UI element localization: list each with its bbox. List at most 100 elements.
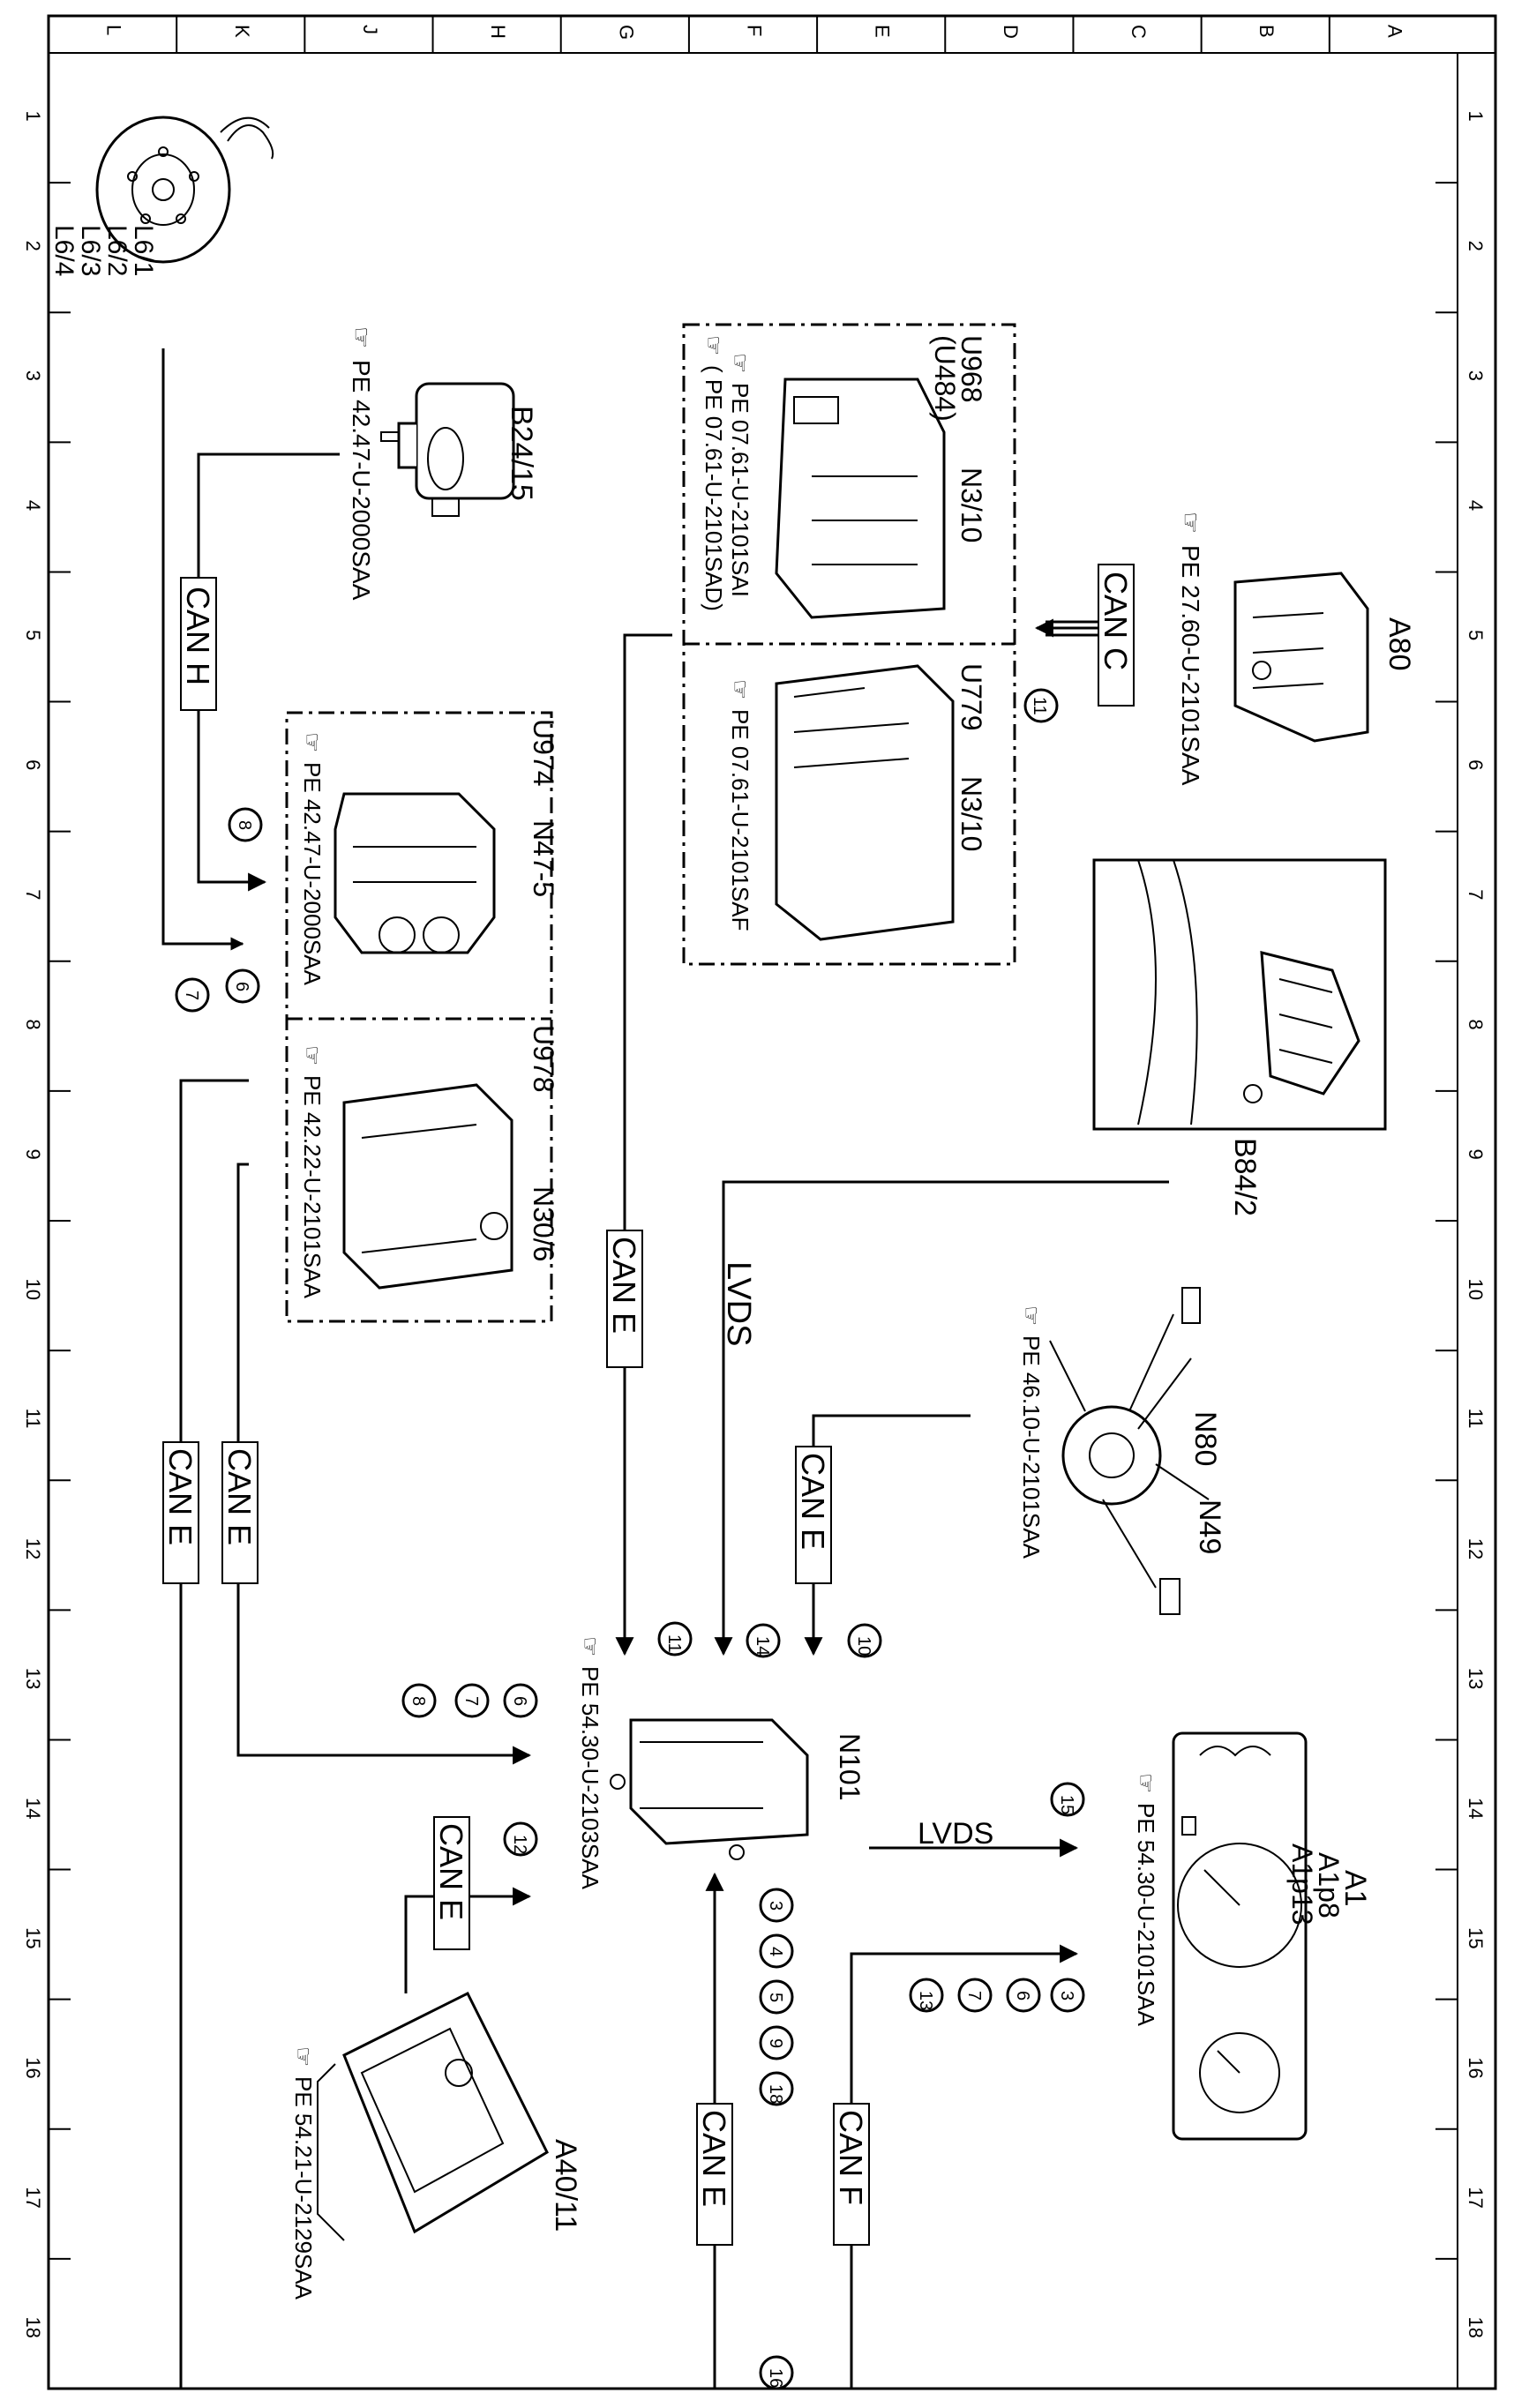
row-label: 2 [1465,241,1487,251]
callout-5: 5 [766,1993,785,2002]
n80-code: N80 [1188,1411,1222,1466]
row-label: 5 [1465,630,1487,640]
lvds-label-a: LVDS [720,1261,757,1346]
row-label: 10 [22,1279,44,1300]
a1-ref: PE 54.30-U-2101SAA [1133,1803,1159,2027]
row-label: 6 [22,759,44,770]
hand-pointer-icon: ☞ [701,335,727,355]
row-label: 18 [22,2316,44,2337]
column-label: K [231,25,253,38]
can-e-left-bus-b: CAN E 6 7 8 [221,1163,538,1765]
callout-13: 13 [916,1991,935,2010]
can-e-label-e: CAN E [433,1823,469,1920]
callout-7-b: 7 [461,1696,481,1706]
lvds-label-b: LVDS [918,1817,993,1851]
column-label: L [103,25,125,35]
l6-bus: 6 7 [161,348,260,1013]
row-label: 16 [1465,2057,1487,2078]
row-label: 3 [1465,370,1487,381]
row-label: 3 [22,370,44,381]
hand-pointer-icon: ☞ [1018,1305,1045,1326]
row-label: 4 [22,500,44,511]
row-label: 9 [22,1148,44,1159]
hand-pointer-icon: ☞ [348,326,375,348]
callout-16: 16 [766,2368,785,2388]
row-label: 4 [1465,500,1487,511]
u968-variant: U968 [956,335,987,403]
can-e-label-d: CAN E [221,1448,258,1545]
u978-code: N30/6 [528,1186,559,1261]
can-e-left-bus-a: CAN E [162,1079,249,2389]
row-label: 7 [22,889,44,900]
row-label: 14 [22,1798,44,1819]
can-e-a40-bus: CAN E 12 [404,1816,538,1993]
u779-variant: U779 [956,663,987,731]
n80-steering-module [1049,1287,1210,1615]
callout-3-b: 3 [1057,1991,1076,2000]
column-label: F [744,25,766,36]
row-label: 16 [22,2057,44,2078]
callout-18: 18 [766,2084,785,2104]
row-label: 9 [1465,1148,1487,1159]
hand-pointer-icon: ☞ [727,353,753,373]
u779-code: N3/10 [956,776,987,851]
can-h-label: CAN H [180,587,216,685]
a80-ref: PE 27.60-U-2101SAA [1177,545,1204,786]
callout-14: 14 [753,1636,772,1656]
l6-label-1: L6/1 [129,225,158,276]
callout-6-b: 6 [510,1696,529,1706]
row-label: 7 [1465,889,1487,900]
b24-ref: PE 42.47-U-2000SAA [348,360,375,601]
l6-labels: L6/1 L6/2 L6/3 L6/4 [49,225,158,276]
callout-4: 4 [766,1947,785,1956]
can-e-label-b: CAN E [795,1453,831,1550]
u978-variant: U978 [528,1025,559,1093]
callout-6-a: 6 [232,982,251,991]
callout-8-a: 8 [235,820,254,830]
row-label: 12 [1465,1538,1487,1559]
u968-variant2: (U484) [929,335,961,422]
callout-9: 9 [766,2038,785,2048]
callout-12: 12 [510,1835,529,1854]
can-e-label-a: CAN E [606,1237,642,1334]
engine-control-group [682,323,1016,966]
u974-code: N47-5 [528,820,559,897]
callout-11-a: 11 [1030,697,1049,715]
can-e-label-c: CAN E [162,1448,199,1545]
column-label: C [1128,25,1150,39]
hand-pointer-icon: ☞ [1177,512,1204,534]
callout-11-b: 11 [664,1634,684,1653]
column-label: A [1383,25,1405,38]
row-label: 13 [22,1668,44,1689]
u779-ref: PE 07.61-U-2101SAF [727,709,753,931]
can-c-bus: CAN C 11 [1023,564,1135,723]
column-label: J [359,25,381,34]
column-label: H [487,25,509,39]
b84-camera-inset [1092,858,1387,1131]
u968-ref1: PE 07.61-U-2101SAI [727,383,753,597]
n101-gateway [610,1718,809,1860]
row-label: 15 [1465,1927,1487,1948]
column-label: E [872,25,894,38]
callout-10: 10 [854,1636,873,1656]
callout-3-a: 3 [766,1901,785,1911]
can-f-bus: CAN F 3 6 7 13 [833,1944,1085,2389]
n80-ref: PE 46.10-U-2101SAA [1018,1335,1045,1559]
l6-label-4: L6/4 [49,225,79,276]
a1p13-code: A1p13 [1286,1843,1318,1926]
can-e-bottom-bus: CAN E 3 4 5 9 18 16 [696,1872,794,2390]
hand-pointer-icon: ☞ [577,1636,603,1656]
callout-7-a: 7 [182,991,201,1000]
lvds-camera-bus: LVDS 14 [714,1180,1169,1658]
hand-pointer-icon: ☞ [299,732,326,752]
b24-code: B24/15 [505,406,538,501]
n101-code: N101 [834,1733,866,1801]
a80-code: A80 [1383,617,1416,671]
can-h-bus: CAN H 8 [180,452,340,892]
u978-ref: PE 42.22-U-2101SAA [299,1075,326,1299]
hand-pointer-icon: ☞ [1133,1773,1159,1793]
row-label: 5 [22,630,44,640]
row-label: 18 [1465,2316,1487,2337]
